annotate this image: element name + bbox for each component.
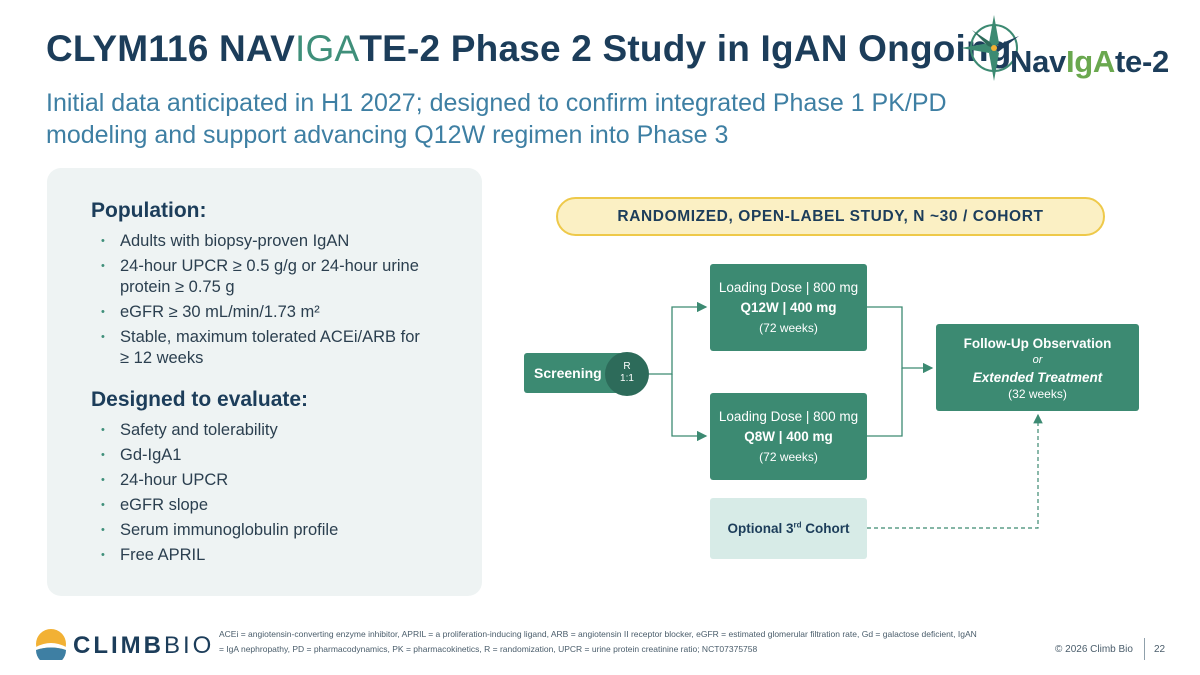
compass-icon	[961, 15, 1019, 81]
arm-regimen-label: Q12W | 400 mg	[740, 300, 837, 315]
title-highlight: IGA	[294, 28, 360, 69]
screening-to-arm2-connector	[671, 374, 708, 442]
study-design-banner: RANDOMIZED, OPEN-LABEL STUDY, N ~30 / CO…	[556, 197, 1105, 236]
optional-cohort-label: Optional 3	[727, 521, 794, 536]
optional-cohort-box: Optional 3rd Cohort	[710, 498, 867, 559]
list-item: • Stable, maximum tolerated ACEi/ARB for …	[91, 327, 431, 369]
population-list: • Adults with biopsy-proven IgAN • 24-hour…	[91, 231, 431, 369]
climb-bio-logo: CLIMBBIO	[35, 628, 211, 665]
list-item-text: Gd-IgA1	[120, 446, 182, 464]
evaluate-list: • Safety and tolerability • Gd-IgA1 • 24-ho…	[91, 420, 431, 566]
list-item: • Safety and tolerability	[91, 420, 431, 441]
mountain-sun-icon	[36, 629, 66, 665]
bullet-icon: •	[101, 449, 105, 461]
follow-up-title: Follow-Up Observation	[963, 336, 1112, 351]
optional-to-followup-connector	[867, 413, 1043, 529]
navigate-2-logo-text: NavIgAte-2	[1010, 44, 1169, 80]
extended-treatment-label: Extended Treatment	[972, 370, 1103, 385]
list-item-text: 24-hour UPCR ≥ 0.5 g/g or 24-hour urine …	[120, 257, 419, 296]
footer-divider	[1144, 638, 1145, 660]
arm1-to-followup-connector	[867, 306, 934, 374]
evaluate-heading: Designed to evaluate:	[91, 388, 309, 411]
list-item-text: 24-hour UPCR	[120, 471, 229, 489]
logo-text-post: te-2	[1115, 44, 1169, 79]
arm-q8w-box: Loading Dose | 800 mg Q8W | 400 mg (72 w…	[710, 393, 867, 480]
bullet-icon: •	[101, 306, 105, 318]
follow-up-duration: (32 weeks)	[1008, 387, 1067, 401]
list-item: • 24-hour UPCR ≥ 0.5 g/g or 24-hour urine…	[91, 256, 431, 298]
optional-cohort-suffix: Cohort	[801, 521, 850, 536]
arm-dose-label: Loading Dose | 800 mg	[718, 409, 859, 424]
logo-text-highlight: IgA	[1065, 44, 1116, 79]
follow-up-box: Follow-Up Observation or Extended Treatm…	[936, 324, 1139, 411]
arm-q12w-box: Loading Dose | 800 mg Q12W | 400 mg (72 …	[710, 264, 867, 351]
bullet-icon: •	[101, 424, 105, 436]
list-item-text: Safety and tolerability	[120, 421, 278, 439]
list-item-text: eGFR ≥ 30 mL/min/1.73 m²	[120, 303, 320, 321]
randomization-circle: R 1:1	[605, 352, 649, 396]
title-post: TE-2 Phase 2 Study in IgAN Ongoing	[359, 28, 1012, 69]
optional-cohort-ordinal: rd	[793, 520, 802, 530]
arm-duration-label: (72 weeks)	[759, 321, 818, 335]
subtitle-line-1: Initial data anticipated in H1 2027; des…	[46, 89, 947, 117]
title-pre: CLYM116 NAV	[46, 28, 295, 69]
page-number: 22	[1154, 644, 1166, 655]
climb-bio-wordmark: CLIMBBIO	[73, 632, 214, 660]
list-item: • Serum immunoglobulin profile	[91, 520, 431, 541]
list-item-text: Free APRIL	[120, 546, 206, 564]
bullet-icon: •	[101, 474, 105, 486]
bullet-icon: •	[101, 260, 105, 272]
list-item: • 24-hour UPCR	[91, 470, 431, 491]
wordmark-light: BIO	[163, 632, 215, 659]
bullet-icon: •	[101, 524, 105, 536]
screening-to-arms-connector	[649, 301, 708, 375]
list-item: • eGFR ≥ 30 mL/min/1.73 m²	[91, 302, 431, 323]
randomization-label: R	[623, 361, 631, 372]
list-item: • eGFR slope	[91, 495, 431, 516]
page-title: CLYM116 NAVIGATE-2 Phase 2 Study in IgAN…	[46, 28, 1012, 70]
population-heading: Population:	[91, 199, 207, 222]
randomization-ratio: 1:1	[620, 373, 634, 384]
list-item-text: eGFR slope	[120, 496, 209, 514]
criteria-panel: Population: • Adults with biopsy-proven I…	[47, 168, 482, 596]
subtitle-line-2: modeling and support advancing Q12W regi…	[46, 121, 729, 149]
arm-duration-label: (72 weeks)	[759, 450, 818, 464]
page-subtitle: Initial data anticipated in H1 2027; des…	[46, 87, 986, 151]
list-item: • Free APRIL	[91, 545, 431, 566]
list-item-text: Stable, maximum tolerated ACEi/ARB for ≥…	[120, 328, 420, 367]
logo-text-pre: Nav	[1010, 44, 1066, 79]
wordmark-bold: CLIMB	[73, 632, 164, 659]
list-item: • Adults with biopsy-proven IgAN	[91, 231, 431, 252]
bullet-icon: •	[101, 235, 105, 247]
list-item: • Gd-IgA1	[91, 445, 431, 466]
arm-dose-label: Loading Dose | 800 mg	[718, 280, 859, 295]
copyright-text: © 2026 Climb Bio	[1055, 644, 1133, 655]
list-item-text: Serum immunoglobulin profile	[120, 521, 339, 539]
arm2-to-followup-connector	[867, 368, 903, 437]
list-item-text: Adults with biopsy-proven IgAN	[120, 232, 350, 250]
bullet-icon: •	[101, 331, 105, 343]
arm-regimen-label: Q8W | 400 mg	[744, 429, 833, 444]
bullet-icon: •	[101, 499, 105, 511]
navigate-2-logo: NavIgAte-2	[960, 10, 1192, 85]
follow-up-or: or	[1032, 354, 1043, 366]
bullet-icon: •	[101, 549, 105, 561]
abbreviations-footnote: ACEi = angiotensin-converting enzyme inh…	[219, 629, 977, 654]
